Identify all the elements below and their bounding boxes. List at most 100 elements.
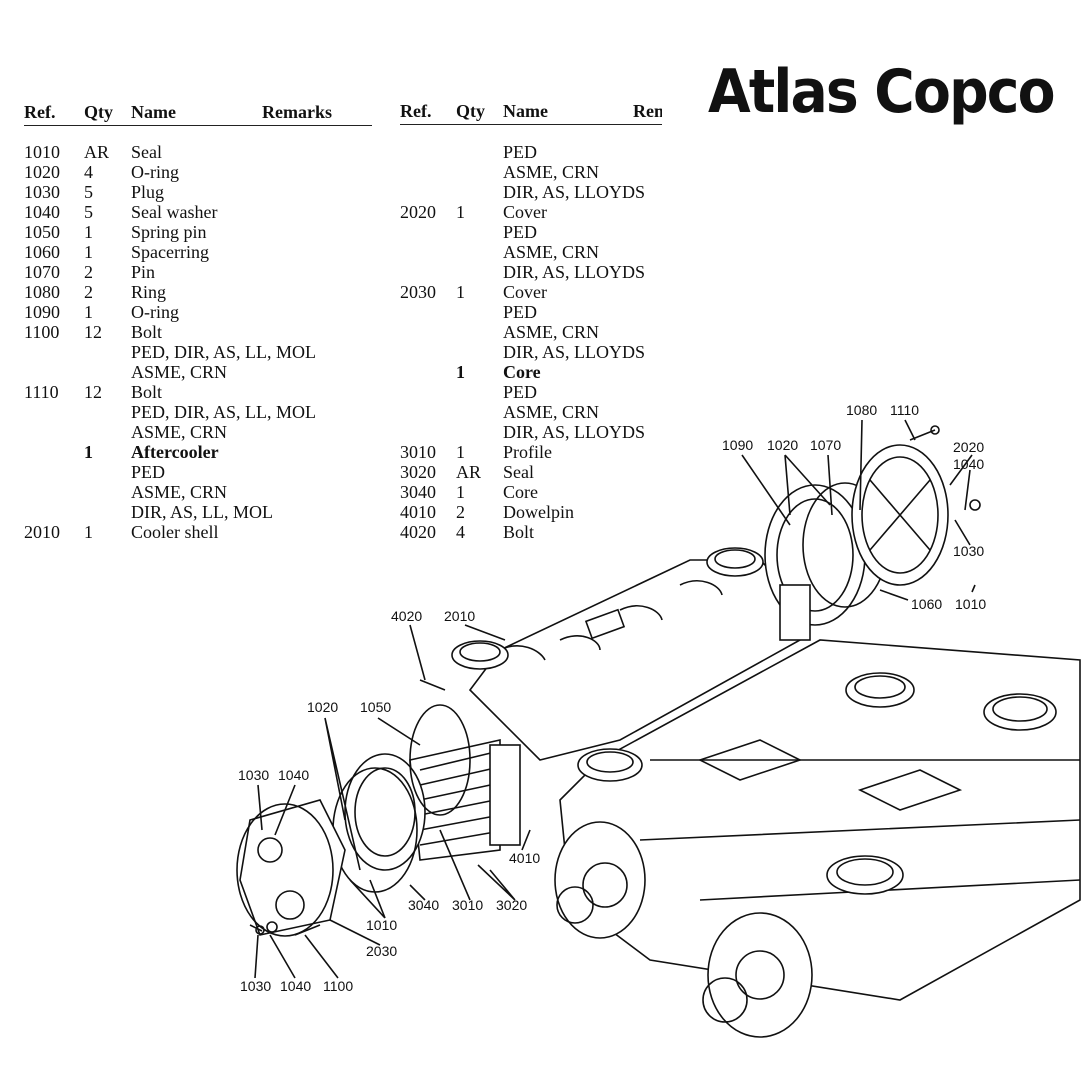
col-header-qty: Qty (84, 102, 113, 122)
parts-row-name: PED, DIR, AS, LL, MOL (131, 402, 317, 422)
parts-row-qty: 4 (456, 522, 465, 542)
callout-label: 1090 (722, 437, 753, 453)
col-header-ref: Ref. (400, 101, 432, 121)
parts-row-qty: 5 (84, 182, 93, 202)
parts-row-qty: AR (84, 142, 110, 162)
atlas-copco-logo: Atlas Copco (708, 57, 1056, 127)
parts-row-ref: 2030 (400, 282, 436, 302)
parts-row-ref: 1100 (24, 322, 60, 342)
col-header-remarks: Remarks (262, 102, 332, 122)
parts-row-name: Bolt (131, 322, 163, 342)
parts-row-name: DIR, AS, LLOYDS (503, 182, 646, 202)
callout-label: 4010 (509, 850, 540, 866)
parts-row-ref: 1090 (24, 302, 60, 322)
parts-row-qty: 1 (456, 442, 465, 462)
parts-row-name: O-ring (131, 162, 179, 182)
parts-row-name: ASME, CRN (131, 422, 228, 442)
callout-label: 1050 (360, 699, 391, 715)
col-header-ref: Ref. (24, 102, 56, 122)
callout-label: 1060 (911, 596, 942, 612)
col-header-qty: Qty (456, 101, 485, 121)
callout-label: 3010 (452, 897, 483, 913)
parts-row-qty: 1 (456, 282, 465, 302)
parts-row-ref: 1040 (24, 202, 60, 222)
parts-row-name: PED (503, 142, 538, 162)
parts-row-name: Cover (503, 202, 547, 222)
parts-row-name: ASME, CRN (503, 402, 600, 422)
parts-row-name: Seal (131, 142, 162, 162)
parts-row-name: ASME, CRN (503, 162, 600, 182)
parts-row-qty: 5 (84, 202, 93, 222)
parts-row-name: PED (503, 382, 538, 402)
col-header-remarks: Remarks (633, 102, 662, 121)
parts-row-name: ASME, CRN (131, 482, 228, 502)
parts-row-ref: 1010 (24, 142, 60, 162)
parts-row-name: PED (503, 302, 538, 322)
callout-label: 1020 (307, 699, 338, 715)
parts-row-qty: 2 (84, 262, 93, 282)
col-header-name: Name (503, 101, 548, 121)
callout-label: 1020 (767, 437, 798, 453)
parts-row-name: Cooler shell (131, 522, 219, 542)
parts-row-name: Ring (131, 282, 167, 302)
parts-row-name: ASME, CRN (503, 322, 600, 342)
callout-label: 3040 (408, 897, 439, 913)
callout-label: 1040 (280, 978, 311, 994)
callout-label: 2030 (366, 943, 397, 959)
parts-row-ref: 3040 (400, 482, 436, 502)
parts-row-qty: 2 (456, 502, 465, 522)
parts-row-qty: 1 (84, 242, 93, 262)
parts-row-ref: 3020 (400, 462, 436, 482)
parts-row-qty: 1 (84, 222, 93, 242)
parts-row-name: DIR, AS, LLOYDS (503, 342, 646, 362)
parts-row-ref: 1080 (24, 282, 60, 302)
parts-row-name: Cover (503, 282, 547, 302)
callout-label: 1040 (953, 456, 984, 472)
remarks-header-clip: Remarks (400, 102, 662, 126)
parts-row-qty: 4 (84, 162, 93, 182)
callout-label: 4020 (391, 608, 422, 624)
parts-row-qty: 1 (84, 522, 93, 542)
callout-labels: 1080 1110 2020 1040 1090 1020 1070 1030 … (238, 402, 986, 994)
callout-label: 1030 (238, 767, 269, 783)
col-header-name: Name (131, 102, 176, 122)
callout-label: 1080 (846, 402, 877, 418)
parts-row-name: Aftercooler (131, 442, 219, 462)
callout-label: 1100 (323, 978, 353, 994)
parts-row-name: ASME, CRN (503, 242, 600, 262)
parts-row-qty: 12 (84, 322, 102, 342)
parts-row-name: O-ring (131, 302, 179, 322)
parts-row-qty: 1 (456, 202, 465, 222)
parts-row-qty: 1 (84, 302, 93, 322)
parts-row-qty: 1 (456, 482, 465, 502)
callout-label: 3020 (496, 897, 527, 913)
parts-row-name: Bolt (503, 522, 535, 542)
header-rule (24, 125, 372, 126)
drawing-lines (236, 419, 1081, 1038)
parts-row-ref: 1050 (24, 222, 60, 242)
parts-row-ref: 1020 (24, 162, 60, 182)
parts-row-ref: 1110 (24, 382, 59, 402)
parts-row-name: PED (131, 462, 166, 482)
parts-row-qty: 1 (84, 442, 93, 462)
parts-row-ref: 4020 (400, 522, 436, 542)
parts-row-name: PED, DIR, AS, LL, MOL (131, 342, 317, 362)
parts-row-name: ASME, CRN (131, 362, 228, 382)
parts-row-name: Core (503, 482, 538, 502)
parts-row-ref: 3010 (400, 442, 436, 462)
parts-row-name: Seal washer (131, 202, 218, 222)
callout-label: 1010 (366, 917, 397, 933)
parts-row-ref: 1060 (24, 242, 60, 262)
callout-label: 1010 (955, 596, 986, 612)
parts-row-qty: 12 (84, 382, 102, 402)
parts-row-name: Spring pin (131, 222, 207, 242)
parts-row-name: Dowelpin (503, 502, 574, 522)
parts-row-ref: 2020 (400, 202, 436, 222)
parts-row-name: Core (503, 362, 541, 382)
parts-row-name: DIR, AS, LLOYDS (503, 262, 646, 282)
callout-label: 1070 (810, 437, 841, 453)
callout-label: 2020 (953, 439, 984, 455)
parts-row-ref: 2010 (24, 522, 60, 542)
parts-row-name: DIR, AS, LL, MOL (131, 502, 274, 522)
